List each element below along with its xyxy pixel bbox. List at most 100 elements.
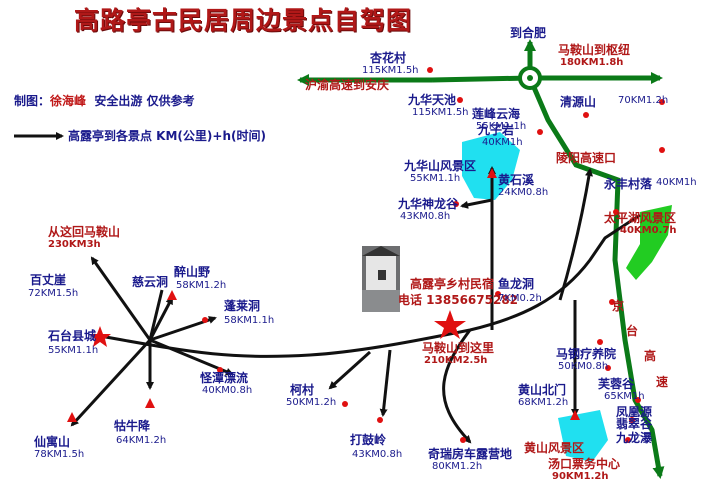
place-distance-penglaidong: 58KM1.1h: [224, 315, 275, 326]
place-name-penglaidong: 蓬莱洞: [224, 299, 261, 313]
road-to-baizhangya: [90, 256, 152, 341]
place-name-jiuziyan: 九子岩: [478, 123, 515, 137]
place-distance-maanshan_hub: 180KM1.8h: [560, 57, 624, 68]
place-name-huangshan_n: 黄山北门: [518, 383, 567, 397]
place-distance-qianniujiang: 64KM1.2h: [116, 435, 167, 446]
place-name-jiuhuatianchi: 九华天池: [408, 93, 457, 107]
place-name-taipinghu: 太平湖风景区: [604, 211, 677, 225]
place-name-huangshixi: 黄石溪: [498, 173, 535, 187]
place-name-ciyundong: 慈云洞: [132, 275, 169, 289]
credit-note: 安全出游 仅供参考: [94, 94, 195, 108]
place-distance-baizhangya: 72KM1.5h: [28, 288, 79, 299]
place-distance-huangshixi: 24KM0.8h: [498, 187, 549, 198]
place-distance-shenlonggu: 43KM0.8h: [400, 211, 451, 222]
place-distance-back_maanshan: 230KM3h: [48, 239, 101, 250]
xiandushan-peak-icon: [67, 412, 77, 422]
place-name-feicuigu: 翡翠谷: [616, 417, 653, 431]
place-name-qianniujiang: 牯牛降: [114, 419, 151, 433]
place-name-maanshan_here: 马鞍山到这里: [422, 341, 495, 355]
place-name-jingtai_jing: 京: [612, 299, 625, 313]
place-distance-dagu: 43KM0.8h: [352, 449, 403, 460]
highway-main: [431, 75, 665, 479]
qianniu-peak-icon: [145, 398, 155, 408]
place-name-dagu: 打鼓岭: [350, 433, 387, 447]
place-distance-magang: 50KM0.8h: [558, 361, 609, 372]
place-distance-jiuhuashan: 55KM1.1h: [410, 173, 461, 184]
credit-line: 制图：徐海峰 安全出游 仅供参考: [14, 95, 195, 107]
place-distance-kecun: 50KM1.2h: [286, 397, 337, 408]
place-distance-tangkou: 90KM1.2h: [552, 471, 609, 482]
place-name-xinghuacun: 杏花村: [370, 51, 407, 65]
place-name-jingtai_gao: 高: [644, 349, 657, 363]
place-name-shitai: 石台县城: [48, 329, 97, 343]
place-distance-huangshan_n: 68KM1.2h: [518, 397, 569, 408]
place-distance-jiuziyan: 40KM1h: [482, 137, 523, 148]
place-name-fenghuangyuan: 凤凰源: [616, 405, 653, 419]
credit-prefix: 制图：: [14, 94, 51, 108]
place-name-xiandushan: 仙寓山: [34, 435, 71, 449]
place-name-maanshan_hub: 马鞍山到枢纽: [558, 43, 631, 57]
place-distance-taipinghu: 40KM0.7h: [620, 225, 677, 236]
place-name-jiuhuashan: 九华山风景区: [404, 159, 477, 173]
road-to-shenlong: [460, 198, 493, 209]
road-to-kecun: [328, 350, 372, 390]
road-to-dagu: [379, 349, 392, 417]
road-to-ciyun: [148, 289, 164, 341]
jiuhua-peak-icon: [487, 168, 497, 178]
place-distance-qingyuanshan: 70KM1.2h: [618, 95, 669, 106]
place-name-qingyuanshan: 清源山: [560, 95, 597, 109]
place-distance-jiuhuatianchi: 115KM1.5h: [412, 107, 469, 118]
place-name-shenlonggu: 九华神龙谷: [398, 197, 459, 211]
place-name-zuishanye: 醉山野: [174, 265, 211, 279]
place-name-dao_hefei: 到合肥: [510, 26, 547, 40]
main-road: [99, 213, 641, 358]
place-distance-qirui: 80KM1.2h: [432, 461, 483, 472]
shitai-star-icon: [89, 326, 111, 347]
place-name-yongfeng: 永丰村落: [604, 177, 653, 191]
place-distance-maanshan_here: 210KM2.5h: [424, 355, 488, 366]
place-name-guaizhang: 怪潭漂流: [200, 371, 249, 385]
road-to-xiandushan: [70, 338, 152, 427]
place-name-qirui: 奇瑞房车露营地: [428, 447, 513, 461]
place-distance-lianfeng: 55KM1.1h: [476, 121, 527, 132]
road-to-zuishanye: [148, 296, 174, 341]
place-distance-zuishanye: 58KM1.2h: [176, 280, 227, 291]
zuishanye-peak-icon: [167, 290, 177, 300]
road-to-lingyang: [558, 168, 593, 301]
road-to-qirui: [442, 329, 472, 444]
place-name-magang: 马钢疗养院: [556, 347, 617, 361]
place-name-baizhangya: 百丈崖: [30, 273, 67, 287]
place-name-phone: 电话 13856675282: [398, 293, 519, 307]
legend-label: 高露亭到各景点 KM(公里)+h(时间): [68, 129, 266, 143]
place-dots: [202, 67, 665, 443]
place-name-gaolu: 高露亭乡村民宿: [410, 277, 495, 291]
place-name-jingtai_su: 速: [656, 375, 669, 389]
place-name-huangshan_area: 黄山风景区: [524, 441, 585, 455]
place-name-hu_yu: 沪渝高速到安庆: [305, 78, 390, 92]
place-distance-xiandushan: 78KM1.5h: [34, 449, 85, 460]
place-name-tangkou: 汤口票务中心: [548, 457, 621, 471]
huangshan-area: [558, 410, 608, 462]
map-title: 高路亭古民居周边景点自驾图: [74, 6, 413, 35]
place-name-lianfeng: 莲峰云海: [472, 107, 521, 121]
place-name-kecun: 柯村: [290, 383, 315, 397]
place-name-yulongdong: 鱼龙洞: [498, 277, 535, 291]
place-distance-yulongdong: 7KM0.2h: [498, 293, 542, 304]
huangshan-peak-icon: [570, 410, 580, 420]
place-distance-xinghuacun: 115KM1.5h: [362, 65, 419, 76]
place-name-lingyang: 陵阳高速口: [556, 151, 617, 165]
place-name-jingtai_tai: 台: [626, 324, 639, 338]
place-name-jiulongpu: 九龙瀑: [616, 431, 653, 445]
place-distance-yongfeng: 40KM1h: [656, 177, 697, 188]
place-distance-shitai: 55KM1.1h: [48, 345, 99, 356]
credit-author: 徐海峰: [50, 94, 87, 108]
place-distance-guaizhang: 40KM0.8h: [202, 385, 253, 396]
gaolu-star-icon: [434, 310, 466, 339]
house-photo: [362, 246, 400, 312]
place-name-back_maanshan: 从这回马鞍山: [48, 225, 121, 239]
taipinghu-lake: [626, 205, 672, 280]
place-distance-furonggu: 65KM1h: [604, 391, 645, 402]
place-name-furonggu: 芙蓉谷: [598, 377, 635, 391]
